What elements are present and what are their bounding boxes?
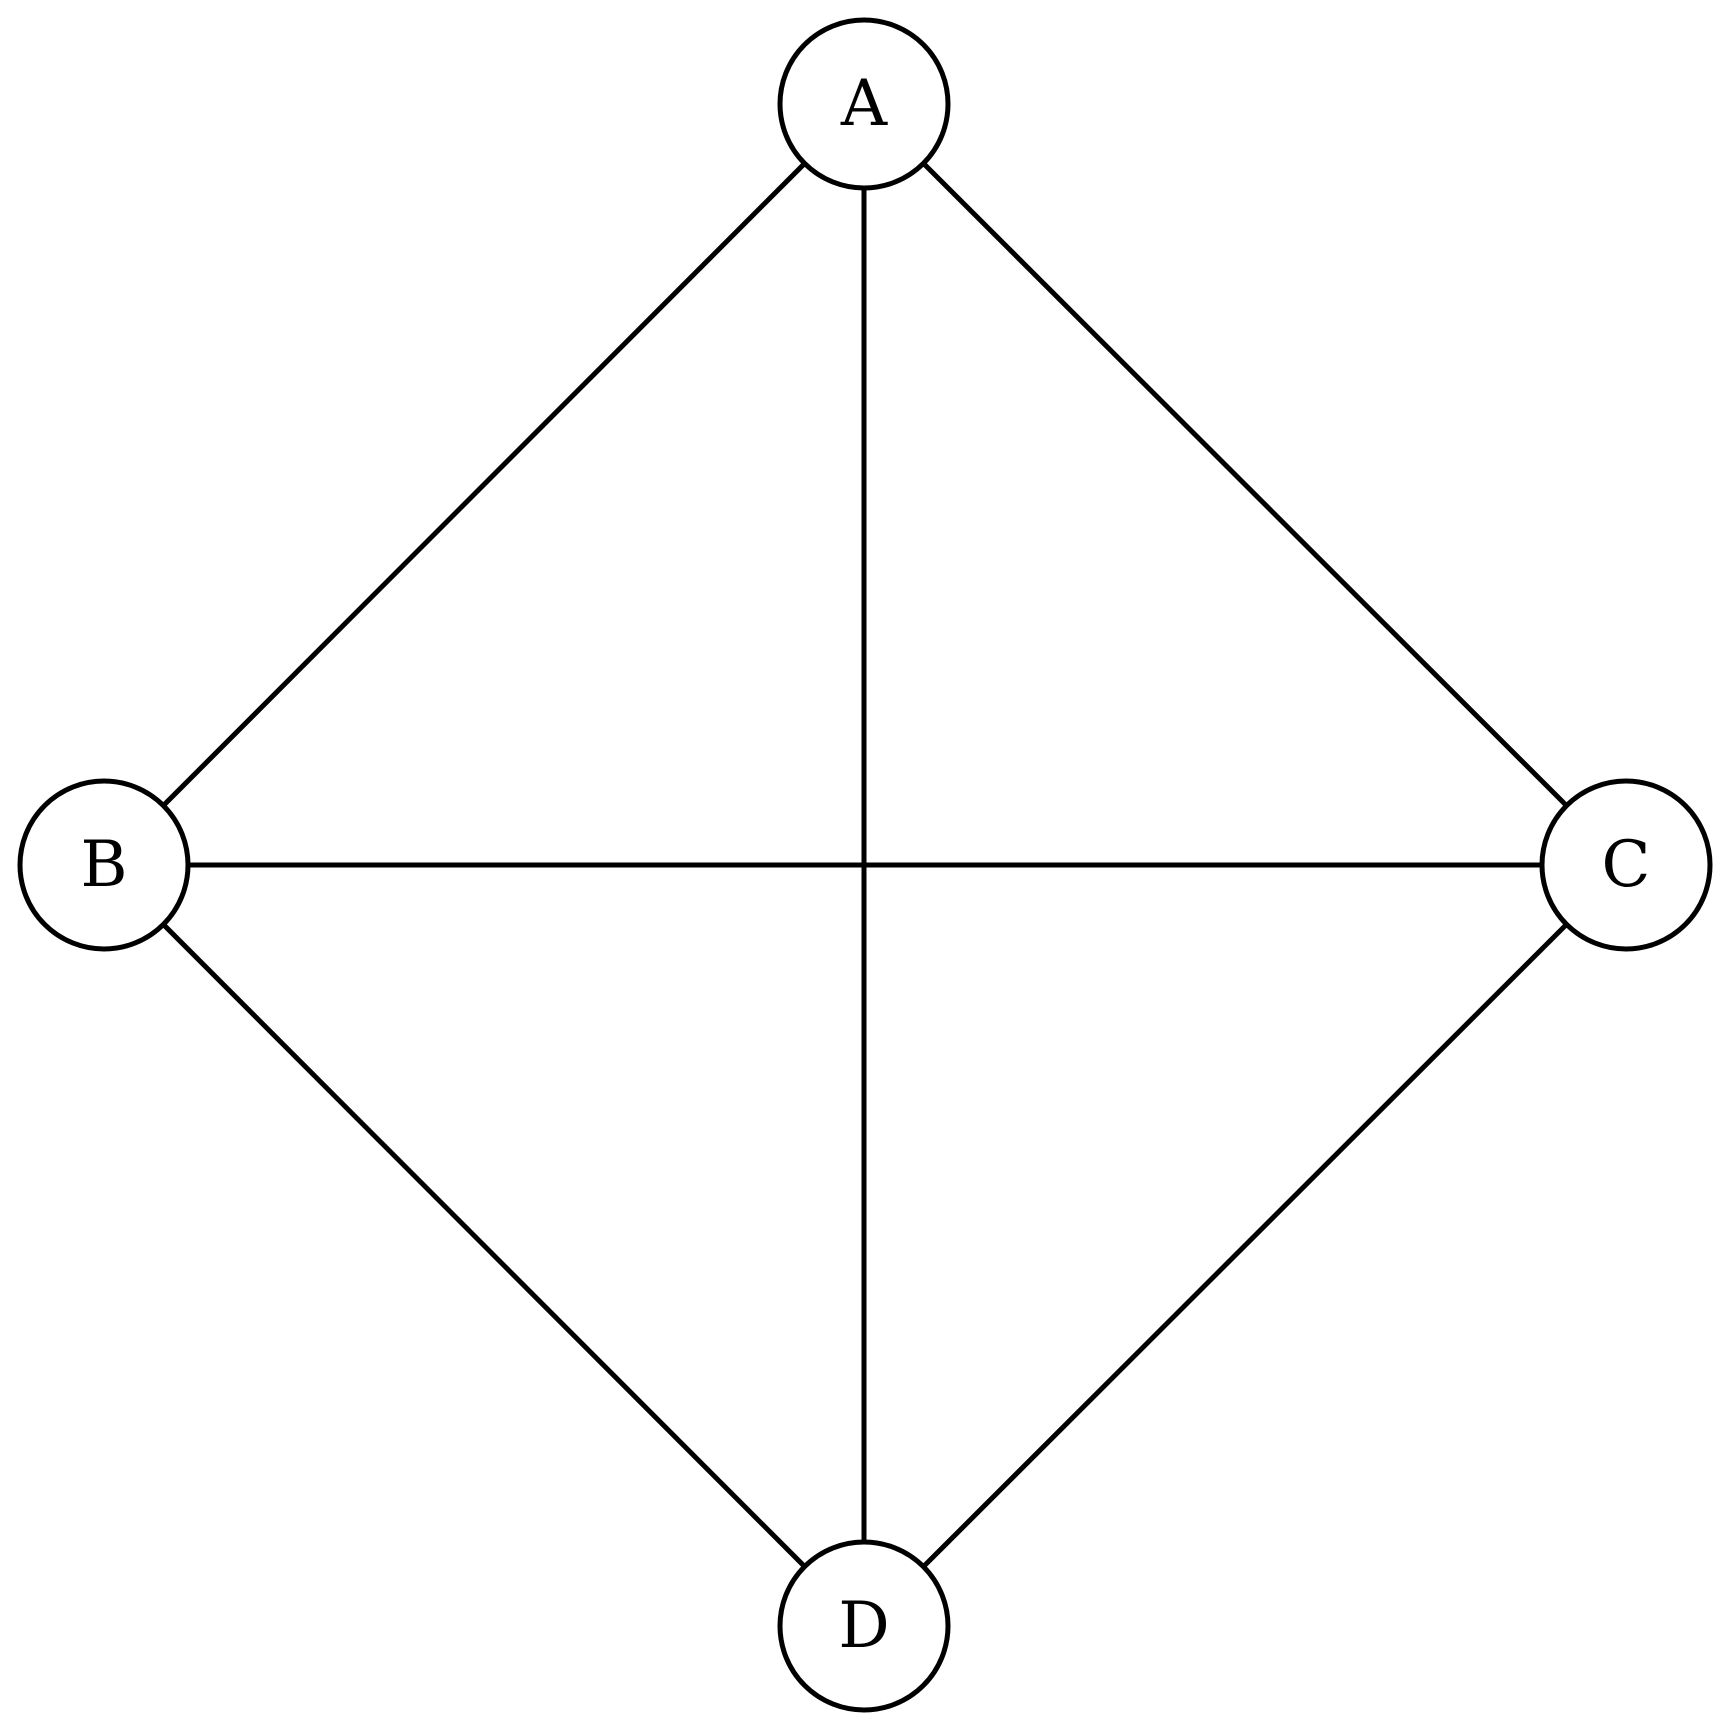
- node-label-c: C: [1602, 828, 1651, 902]
- edge-a-c: [921, 161, 1569, 808]
- node-label-d: D: [838, 1589, 889, 1663]
- node-label-a: A: [840, 67, 888, 141]
- node-circle-a: [777, 17, 951, 191]
- node-d: D: [777, 1539, 951, 1713]
- node-circle-d: [777, 1539, 951, 1713]
- node-a: A: [777, 17, 951, 191]
- node-c: C: [1539, 778, 1713, 952]
- node-circle-c: [1539, 778, 1713, 952]
- node-label-b: B: [80, 828, 127, 902]
- edge-c-d: [921, 922, 1569, 1569]
- nodes-layer: A B C D: [17, 17, 1713, 1713]
- node-b: B: [17, 778, 191, 952]
- edges-layer: [161, 161, 1569, 1569]
- edge-b-d: [161, 922, 807, 1569]
- node-circle-b: [17, 778, 191, 952]
- edge-a-b: [161, 161, 807, 808]
